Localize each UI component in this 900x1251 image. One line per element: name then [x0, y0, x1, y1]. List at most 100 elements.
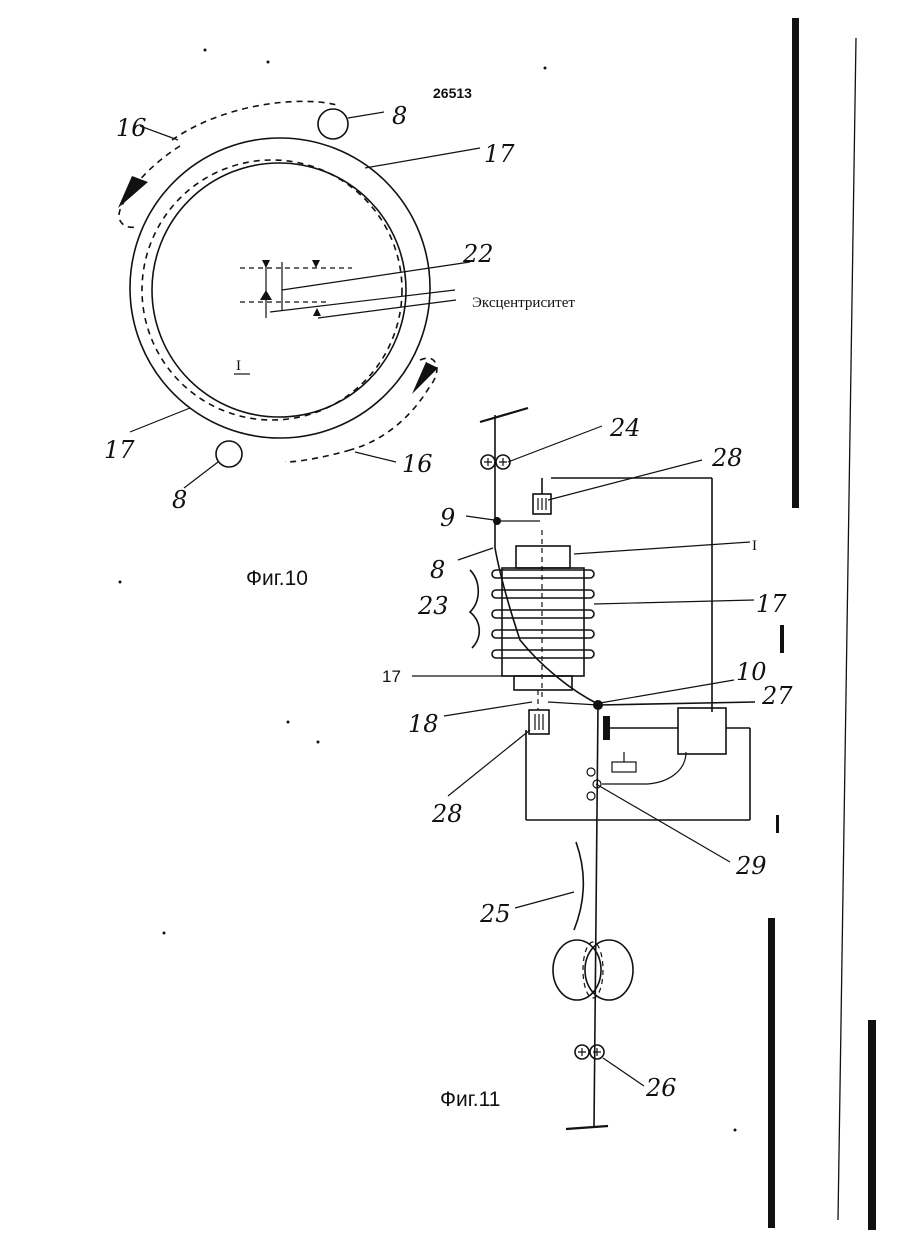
figure-10: 16 8 17 22 Эксцентриситет I 17 8 16 Фиг.…: [104, 101, 575, 590]
label-29: 29: [735, 852, 767, 880]
bracket-23: [470, 570, 479, 648]
label-17-right: 17: [756, 590, 787, 618]
label-17-left: 17: [382, 667, 401, 686]
outer-ring-circle: [130, 138, 430, 438]
controller-box: [678, 708, 726, 754]
leader-8-top: [348, 112, 384, 118]
takeup-right-lobe: [585, 940, 633, 1000]
takeup-left-lobe: [553, 940, 601, 1000]
speck: [204, 49, 207, 52]
label-9: 9: [440, 504, 455, 532]
leader-25: [515, 892, 574, 908]
roller-8-bottom: [216, 441, 242, 467]
speck: [317, 741, 320, 744]
dim-arrow-down-right: [312, 260, 320, 268]
leader-29: [596, 784, 730, 862]
top-guide-bar: [480, 408, 528, 422]
label-8-top: 8: [392, 102, 407, 130]
leader-9: [466, 516, 494, 520]
label-I: I: [752, 538, 757, 554]
leader-16-bottom: [355, 452, 396, 462]
caption-fig11: Фиг.11: [440, 1088, 500, 1111]
cutter-to-controller: [648, 752, 686, 784]
winding-17-3: [492, 610, 594, 618]
label-element-1: I: [236, 358, 241, 374]
speck: [544, 67, 547, 70]
yarn-lower: [594, 705, 598, 1128]
figure-11: 24 28 9 I 8 23 17 17 10 27 18 28 29 25 2…: [382, 408, 793, 1129]
winding-17-5: [492, 650, 594, 658]
takeup-core: [583, 942, 603, 998]
leader-24: [508, 426, 602, 462]
scan-page-edge-line: [838, 38, 856, 1220]
label-24: 24: [609, 414, 641, 442]
leader-17-top: [365, 148, 480, 168]
label-25: 25: [479, 900, 511, 928]
nip-roll-29-a: [587, 768, 595, 776]
scan-bar-small: [776, 815, 779, 833]
speck: [267, 61, 270, 64]
scan-bar-mid: [780, 625, 784, 653]
cutter-29: [612, 762, 636, 772]
line-10-right: [598, 702, 755, 705]
label-17-bottom: 17: [104, 436, 135, 464]
label-16-bottom: 16: [402, 450, 433, 478]
scan-bar-edge: [868, 1020, 876, 1230]
speck: [734, 1129, 737, 1132]
scan-bar-bottom: [768, 918, 775, 1228]
document-number: 26513: [433, 85, 472, 101]
eccentric-dashed-circle: [142, 160, 402, 420]
link-18-10: [548, 702, 598, 705]
sensor-28-top-hatching: [538, 498, 546, 510]
leader-17-bottom: [130, 408, 190, 432]
caption-fig10: Фиг.10: [246, 567, 308, 590]
roller-8-top: [318, 109, 348, 139]
leader-26: [603, 1058, 644, 1086]
label-27: 27: [761, 682, 793, 710]
speck: [287, 721, 290, 724]
leader-10: [600, 680, 734, 703]
winding-17-1: [492, 570, 594, 578]
leader-17-right: [594, 600, 754, 604]
speck: [163, 932, 166, 935]
package-top-cap: [516, 546, 570, 568]
label-28-bottom: 28: [431, 800, 463, 828]
leader-8: [458, 548, 493, 560]
dim-arrow-down-left: [262, 260, 270, 268]
label-8: 8: [430, 556, 445, 584]
sensor-27: [603, 716, 610, 740]
label-8-bottom: 8: [172, 486, 187, 514]
leader-8-bottom: [184, 462, 218, 488]
label-16-top: 16: [116, 114, 147, 142]
winding-17-4: [492, 630, 594, 638]
rotation-arrow-left: [118, 176, 148, 208]
leader-22: [282, 262, 470, 290]
leader-18: [444, 702, 532, 716]
leader-28-bottom: [448, 730, 530, 796]
leader-I: [574, 542, 750, 554]
label-23: 23: [417, 592, 449, 620]
label-18: 18: [408, 710, 439, 738]
speck: [119, 581, 122, 584]
leader-eccentricity-b: [318, 300, 456, 318]
label-17-top: 17: [484, 140, 515, 168]
leader-28-top: [548, 460, 702, 500]
label-eccentricity: Эксцентриситет: [472, 295, 575, 311]
leader-eccentricity-a: [270, 290, 455, 312]
belt-path-bottom: [285, 450, 350, 462]
yarn-wrap-path: [495, 548, 598, 704]
bracket-25: [574, 842, 583, 930]
dim-arrow-up: [260, 290, 272, 300]
bottom-guide-bar: [566, 1126, 608, 1129]
nip-roll-29-c: [587, 792, 595, 800]
label-28-top: 28: [711, 444, 743, 472]
label-26: 26: [645, 1074, 677, 1102]
dim-arrow-up-small: [313, 308, 321, 316]
package-base: [514, 676, 572, 690]
scan-edge-artifacts: [119, 18, 877, 1230]
scan-bar-top: [792, 18, 799, 508]
label-22: 22: [462, 240, 494, 268]
belt-path-top: [172, 101, 340, 140]
